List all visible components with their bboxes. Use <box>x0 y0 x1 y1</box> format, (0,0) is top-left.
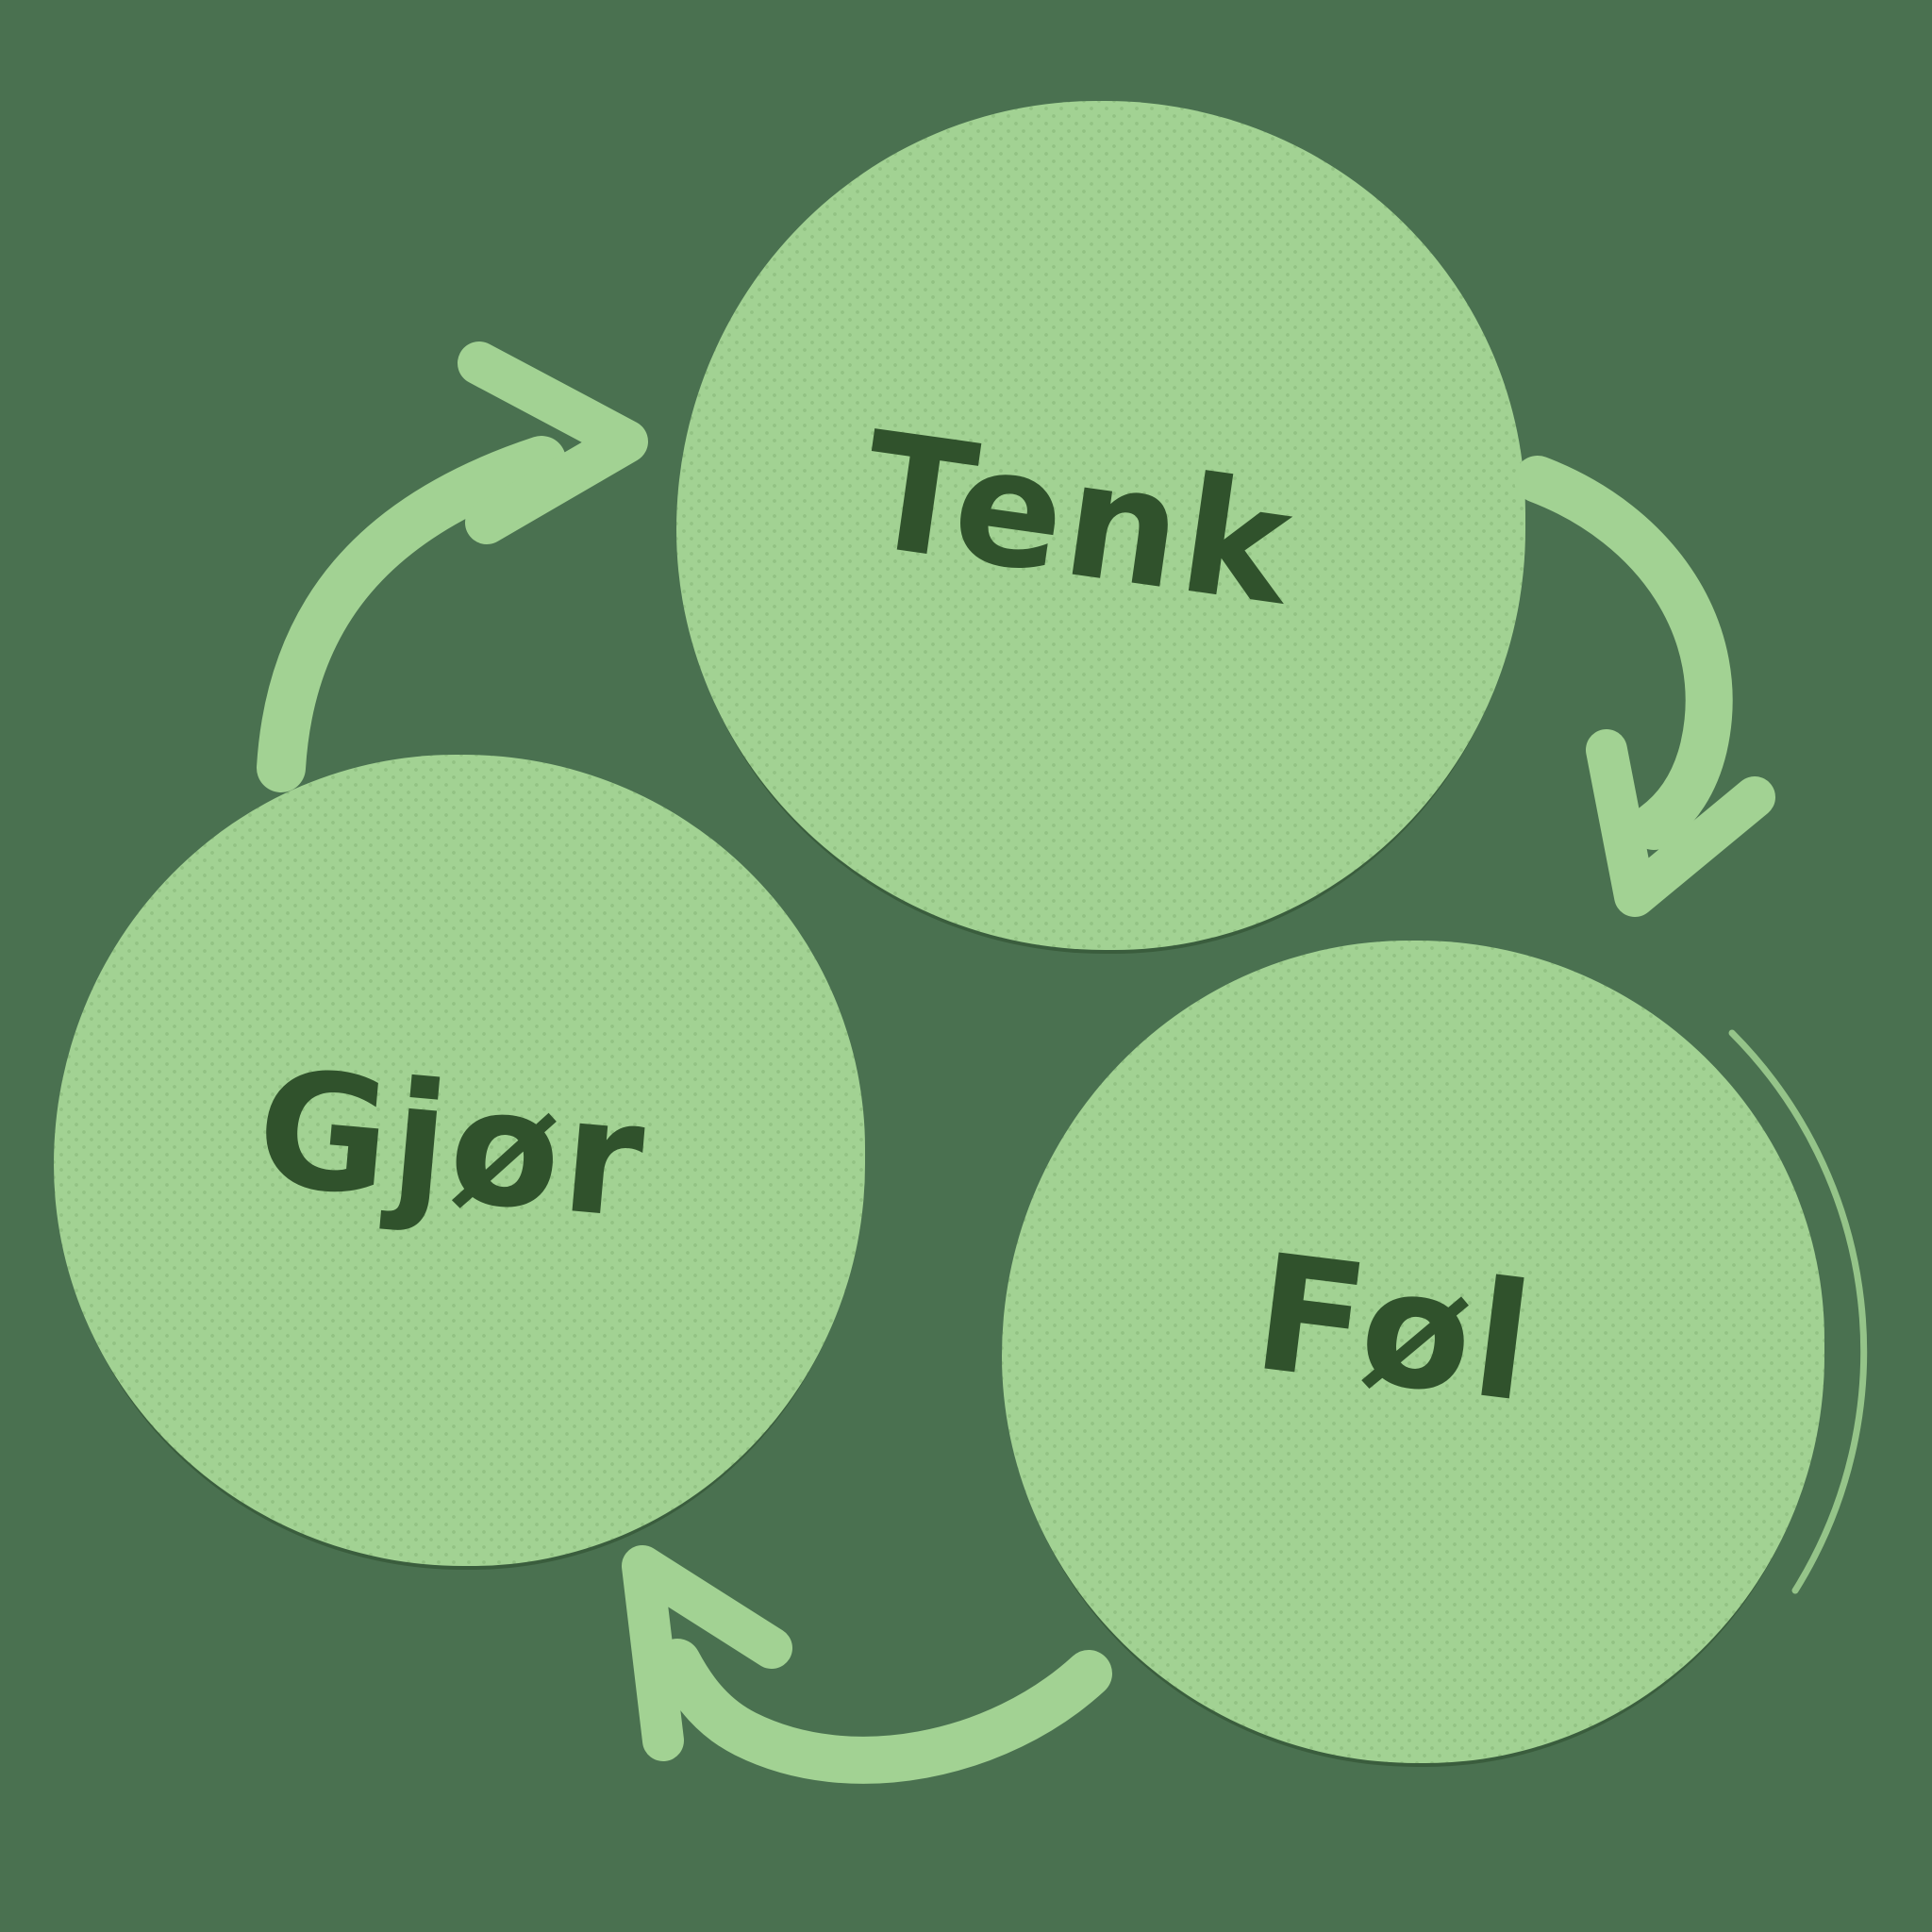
arrow-tenk-to-fol-head-icon <box>1586 729 1775 917</box>
arrow-fol-to-gjor-head-icon <box>622 1545 792 1761</box>
node-tenk: Tenk <box>676 101 1525 950</box>
node-fol: Føl <box>1002 941 1824 1763</box>
node-label-tenk: Tenk <box>852 397 1305 642</box>
node-label-fol: Føl <box>1244 1219 1544 1440</box>
node-label-gjor: Gjør <box>250 1035 654 1256</box>
arrow-fol-to-gjor-shaft <box>654 1639 1112 1784</box>
arrow-tenk-to-fol <box>1514 456 1775 917</box>
node-gjor: Gjør <box>54 755 865 1566</box>
arrow-tenk-to-fol-shaft <box>1514 456 1733 850</box>
arrow-gjor-to-tenk-head-icon <box>458 341 648 544</box>
arrow-gjor-to-tenk-shaft <box>257 436 566 792</box>
arrow-gjor-to-tenk <box>257 341 648 792</box>
arrow-fol-to-gjor <box>622 1545 1112 1784</box>
